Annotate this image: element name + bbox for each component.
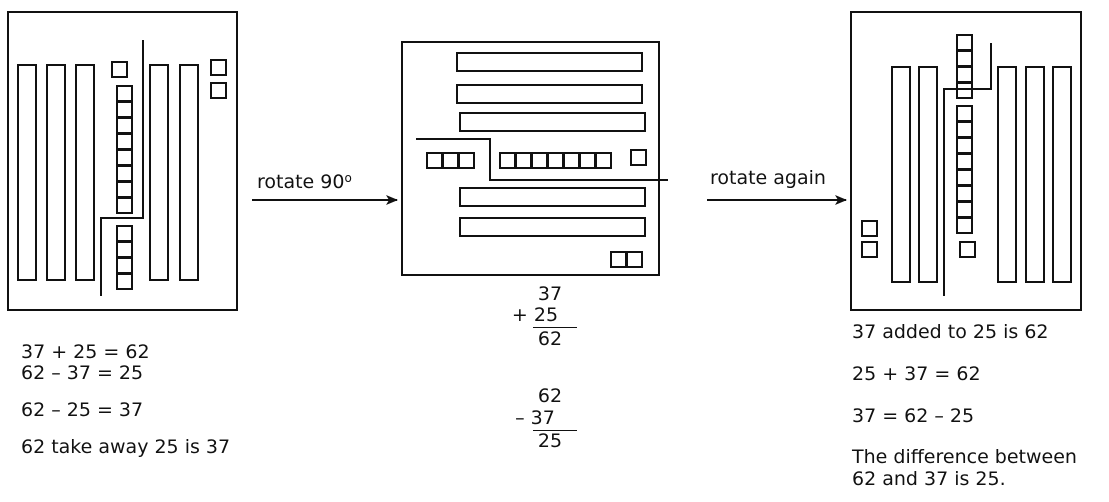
right-blocks <box>862 35 1071 296</box>
ten-rod <box>180 65 198 280</box>
ten-rod <box>76 65 94 280</box>
left-equation: 62 – 37 = 25 <box>21 362 143 384</box>
ten-rod <box>150 65 168 280</box>
subtraction-top: 62 <box>510 385 590 407</box>
ten-rod <box>47 65 65 280</box>
ten-rod <box>457 85 642 103</box>
unit-cube <box>862 242 877 257</box>
ten-rod <box>892 67 910 282</box>
right-statement: 37 = 62 – 25 <box>852 405 974 427</box>
ten-rod <box>457 53 642 71</box>
unit-cube <box>211 60 226 75</box>
ten-rod <box>460 113 645 131</box>
ten-rod <box>18 65 36 280</box>
unit-cube <box>960 242 975 257</box>
unit-cube-row <box>500 153 611 168</box>
addition-top: 37 <box>510 283 590 305</box>
unit-cube <box>862 221 877 236</box>
right-statement: 37 added to 25 is 62 <box>852 321 1049 343</box>
unit-cube-row <box>427 153 474 168</box>
middle-blocks <box>416 53 668 267</box>
unit-cube <box>211 83 226 98</box>
left-equation: 62 take away 25 is 37 <box>21 436 230 458</box>
addition-addend: + 25 <box>495 304 575 326</box>
unit-cube-column <box>117 86 132 213</box>
left-blocks <box>18 40 226 296</box>
ten-rod <box>460 218 645 236</box>
right-statement: 25 + 37 = 62 <box>852 363 981 385</box>
unit-cube <box>627 252 642 267</box>
left-equation: 37 + 25 = 62 <box>21 341 150 363</box>
unit-cube-column <box>117 226 132 289</box>
right-frame <box>851 12 1081 310</box>
ten-rod <box>998 67 1016 282</box>
degree-superscript: o <box>344 171 351 185</box>
rotate-again-label: rotate again <box>710 167 826 189</box>
rotate-90-label: rotate 90o <box>257 167 352 193</box>
subtraction-subtrahend: – 37 <box>495 407 575 429</box>
unit-cube <box>611 252 626 267</box>
right-statement: 62 and 37 is 25. <box>852 468 1006 490</box>
left-frame <box>8 12 237 310</box>
subtraction-difference: 25 <box>510 430 590 452</box>
ten-rod <box>1026 67 1044 282</box>
ten-rod <box>919 67 937 282</box>
unit-cube-column <box>957 106 972 233</box>
addition-sum: 62 <box>510 328 590 350</box>
unit-cube <box>112 62 127 77</box>
ten-rod <box>1053 67 1071 282</box>
right-statement: The difference between <box>852 446 1077 468</box>
unit-cube <box>631 150 646 165</box>
ten-rod <box>460 188 645 206</box>
left-equation: 62 – 25 = 37 <box>21 399 143 421</box>
